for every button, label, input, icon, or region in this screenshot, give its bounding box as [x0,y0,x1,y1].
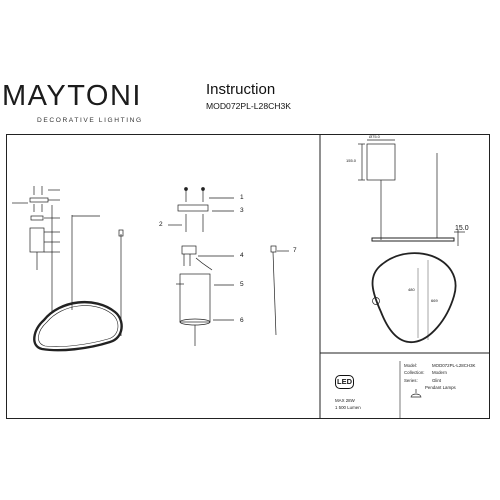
model-label: Model: [404,363,418,368]
canopy-height-label: 155.0 [346,158,357,163]
collection-value: Modern [432,370,447,375]
part-label-1: 1 [240,194,244,201]
part-label-6: 6 [240,317,244,324]
brand-logo: MAYTONI [2,80,142,112]
dimensions-drawing [358,139,465,343]
ring-height-label: 669 [431,298,438,303]
part-label-4: 4 [240,252,244,259]
part-label-2: 2 [159,221,163,228]
ring-width-label: 480 [408,287,415,292]
overview-assembly-drawing [12,186,124,352]
pendant-lamp-icon [410,389,422,398]
part-label-7: 7 [293,247,297,254]
canopy-diameter-label: Ø75.0 [369,134,380,139]
power-rating: MAX 28W [335,398,355,403]
brand-tagline: DECORATIVE LIGHTING [37,117,143,124]
model-code: MOD072PL-L28CH3K [206,101,292,111]
model-value: MOD072PL-L28CH3K [432,363,476,368]
document-title: Instruction [206,81,276,98]
exploded-parts-drawing [168,187,289,346]
series-value: Glint [432,378,442,383]
lumen-rating: 1 500 Lumen [335,405,361,410]
part-label-3: 3 [240,207,244,214]
lamp-type-value: Pendant Lamps [425,385,456,390]
ring-thickness-label: 15.0 [455,225,469,232]
led-icon: LED [335,375,354,389]
collection-label: Collection: [404,370,425,375]
drawing-frame [6,134,490,419]
part-label-5: 5 [240,281,244,288]
series-label: Series: [404,378,418,383]
